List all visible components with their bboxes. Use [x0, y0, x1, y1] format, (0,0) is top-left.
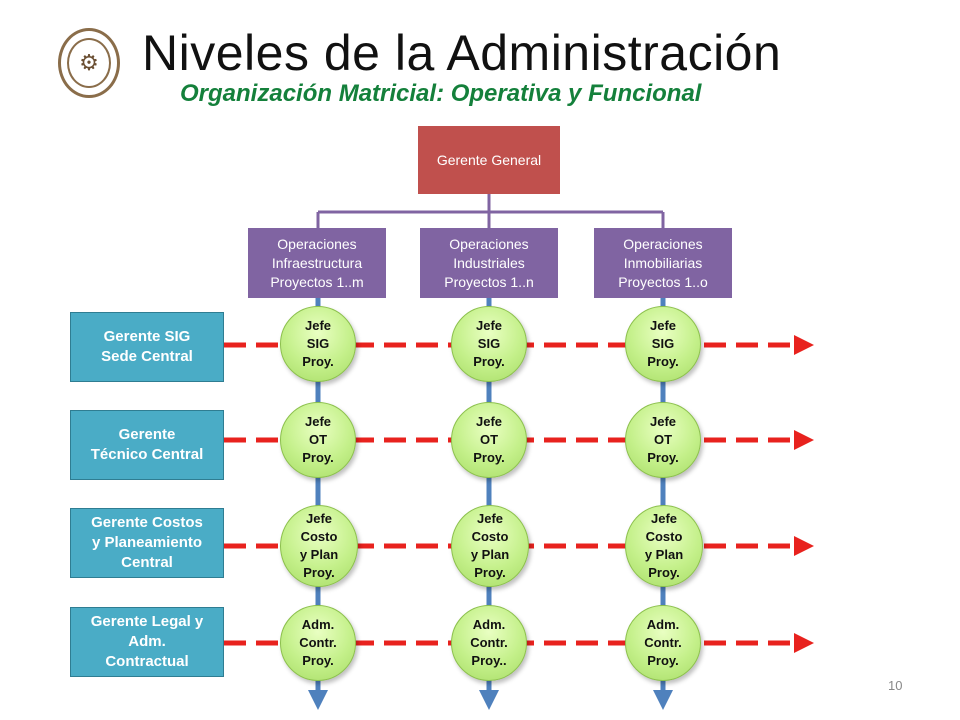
manager-line: Técnico Central: [90, 446, 204, 463]
node-line: Jefe: [649, 414, 677, 429]
ops-line: Proyectos 1..m: [270, 273, 364, 290]
node-line: Proy.: [647, 450, 679, 465]
node-jefe-sig-2: Jefe SIG Proy.: [451, 306, 527, 382]
node-jefe-costo-3: Jefe Costo y Plan Proy.: [625, 505, 703, 587]
gerente-costos-box: Gerente Costos y Planeamiento Central: [70, 508, 224, 578]
node-line: OT: [308, 432, 328, 447]
ops-inmobiliarias-box: Operaciones Inmobiliarias Proyectos 1..o: [594, 228, 732, 298]
ops-line: Operaciones: [623, 235, 703, 252]
node-line: Jefe: [476, 511, 504, 526]
node-line: Proy.: [648, 565, 680, 580]
manager-line: Gerente Legal y: [90, 613, 204, 630]
node-line: Jefe: [475, 318, 503, 333]
node-line: OT: [653, 432, 673, 447]
node-line: Proy.: [647, 653, 679, 668]
manager-line: Central: [121, 554, 173, 571]
node-line: Jefe: [475, 414, 503, 429]
ops-infraestructura-box: Operaciones Infraestructura Proyectos 1.…: [248, 228, 386, 298]
node-line: Costo: [300, 529, 338, 544]
node-line: Costo: [471, 529, 509, 544]
node-line: Proy.: [303, 565, 335, 580]
node-line: Proy.: [302, 354, 334, 369]
node-line: Costo: [645, 529, 683, 544]
node-line: SIG: [477, 336, 501, 351]
node-line: Adm.: [472, 617, 506, 632]
node-line: Proy.: [647, 354, 679, 369]
org-tree-connectors: [316, 194, 665, 228]
gerente-sig-box: Gerente SIG Sede Central: [70, 312, 224, 382]
node-line: OT: [479, 432, 499, 447]
node-line: Contr.: [470, 635, 508, 650]
node-jefe-costo-1: Jefe Costo y Plan Proy.: [280, 505, 358, 587]
node-jefe-ot-1: Jefe OT Proy.: [280, 402, 356, 478]
node-line: Proy..: [471, 653, 507, 668]
node-line: Jefe: [304, 318, 332, 333]
ops-line: Proyectos 1..n: [444, 273, 534, 290]
page-number: 10: [888, 678, 903, 693]
node-line: y Plan: [644, 547, 684, 562]
node-adm-contr-3: Adm. Contr. Proy.: [625, 605, 701, 681]
ops-line: Infraestructura: [271, 254, 363, 271]
manager-line: Contractual: [105, 653, 189, 670]
node-line: Proy.: [474, 565, 506, 580]
node-jefe-ot-3: Jefe OT Proy.: [625, 402, 701, 478]
gerente-tecnico-box: Gerente Técnico Central: [70, 410, 224, 480]
node-line: Jefe: [649, 318, 677, 333]
node-jefe-costo-2: Jefe Costo y Plan Proy.: [451, 505, 529, 587]
node-line: Proy.: [302, 450, 334, 465]
node-line: Jefe: [650, 511, 678, 526]
ops-line: Industriales: [453, 254, 525, 271]
node-line: y Plan: [470, 547, 510, 562]
node-line: Adm.: [646, 617, 680, 632]
node-line: Contr.: [644, 635, 682, 650]
ops-line: Proyectos 1..o: [618, 273, 708, 290]
manager-line: Adm.: [128, 633, 166, 650]
gerente-general-box: Gerente General: [418, 126, 560, 194]
ops-line: Inmobiliarias: [623, 254, 703, 271]
node-line: Proy.: [473, 450, 505, 465]
node-line: Jefe: [304, 414, 332, 429]
university-seal-icon: ⚙: [58, 28, 120, 98]
node-line: Jefe: [305, 511, 333, 526]
node-line: SIG: [306, 336, 330, 351]
node-jefe-sig-1: Jefe SIG Proy.: [280, 306, 356, 382]
ops-industriales-box: Operaciones Industriales Proyectos 1..n: [420, 228, 558, 298]
manager-line: Sede Central: [101, 348, 193, 365]
manager-line: y Planeamiento: [91, 534, 203, 551]
slide-subtitle: Organización Matricial: Operativa y Func…: [180, 80, 702, 107]
manager-line: Gerente SIG: [103, 328, 191, 345]
slide-title: Niveles de la Administración: [142, 25, 782, 81]
node-jefe-ot-2: Jefe OT Proy.: [451, 402, 527, 478]
node-line: Proy.: [473, 354, 505, 369]
node-line: Adm.: [301, 617, 335, 632]
node-jefe-sig-3: Jefe SIG Proy.: [625, 306, 701, 382]
ops-line: Operaciones: [277, 235, 357, 252]
node-line: Proy.: [302, 653, 334, 668]
node-line: Contr.: [299, 635, 337, 650]
node-line: SIG: [651, 336, 675, 351]
node-adm-contr-2: Adm. Contr. Proy..: [451, 605, 527, 681]
node-adm-contr-1: Adm. Contr. Proy.: [280, 605, 356, 681]
node-line: y Plan: [299, 547, 339, 562]
manager-line: Gerente Costos: [91, 514, 203, 531]
ops-line: Operaciones: [449, 235, 529, 252]
manager-line: Gerente: [118, 426, 176, 443]
gerente-legal-box: Gerente Legal y Adm. Contractual: [70, 607, 224, 677]
